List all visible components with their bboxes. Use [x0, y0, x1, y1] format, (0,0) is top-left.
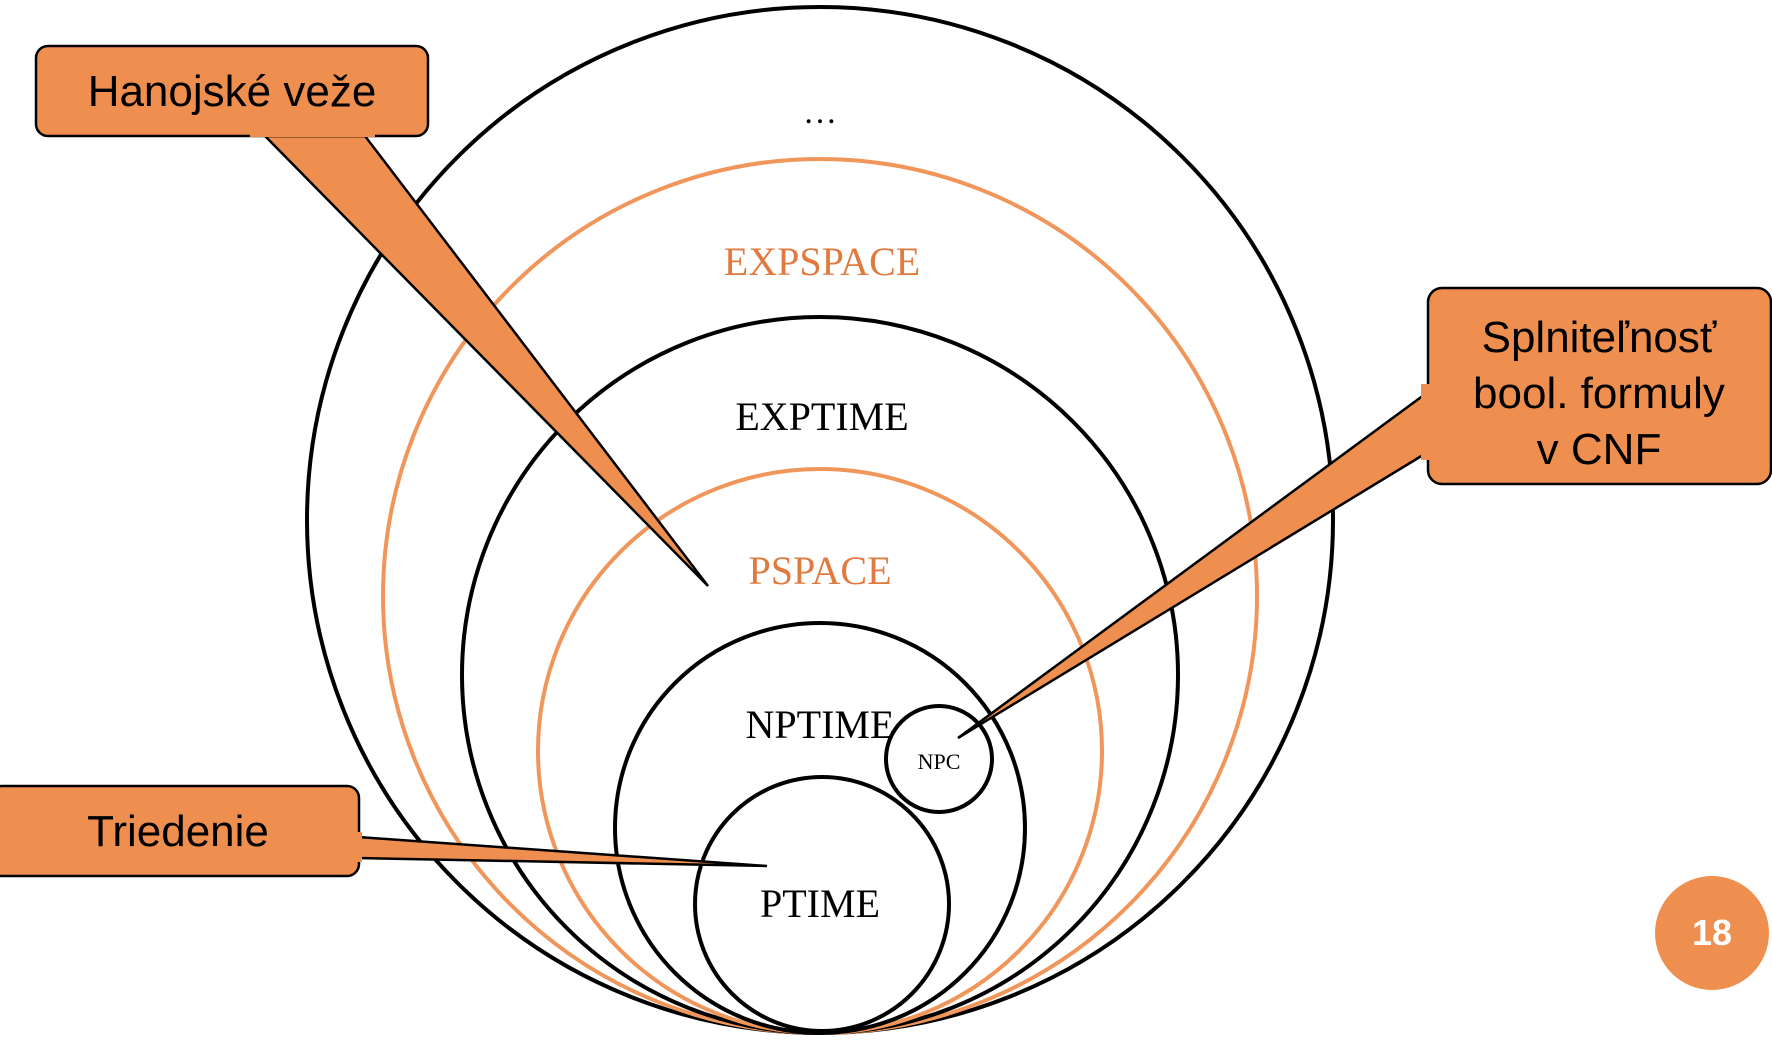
label-npc: NPC: [918, 749, 961, 774]
callout-hanoi: Hanojské veže: [34, 44, 709, 587]
ring-nptime: [613, 621, 1027, 1035]
callout-sorting-box: [0, 784, 361, 878]
callout-sorting-text: Triedenie: [87, 807, 269, 856]
callout-sat-line3: v CNF: [1537, 425, 1662, 474]
label-exptime: EXPTIME: [735, 394, 908, 439]
page-number-badge: 18: [1655, 876, 1769, 990]
label-ptime: PTIME: [760, 881, 880, 926]
page-number-badge-bg: [1655, 876, 1769, 990]
label-pspace: PSPACE: [748, 548, 891, 593]
callout-hanoi-text: Hanojské veže: [88, 67, 377, 116]
callout-hanoi-box: [34, 44, 430, 138]
callout-sat: Splniteľnosť bool. formuly v CNF: [957, 286, 1772, 740]
label-nptime: NPTIME: [746, 702, 895, 747]
callout-sat-pointer: [957, 389, 1430, 740]
page-number: 18: [1691, 912, 1733, 953]
ring-npc: [884, 704, 994, 814]
callout-sat-line2: bool. formuly: [1473, 369, 1725, 418]
label-expspace: EXPSPACE: [724, 239, 920, 284]
label-ellipsis: …: [803, 94, 837, 131]
callout-sorting: Triedenie: [0, 784, 768, 878]
ring-ptime: [693, 775, 951, 1033]
callout-sat-line1: Splniteľnosť: [1482, 313, 1717, 362]
